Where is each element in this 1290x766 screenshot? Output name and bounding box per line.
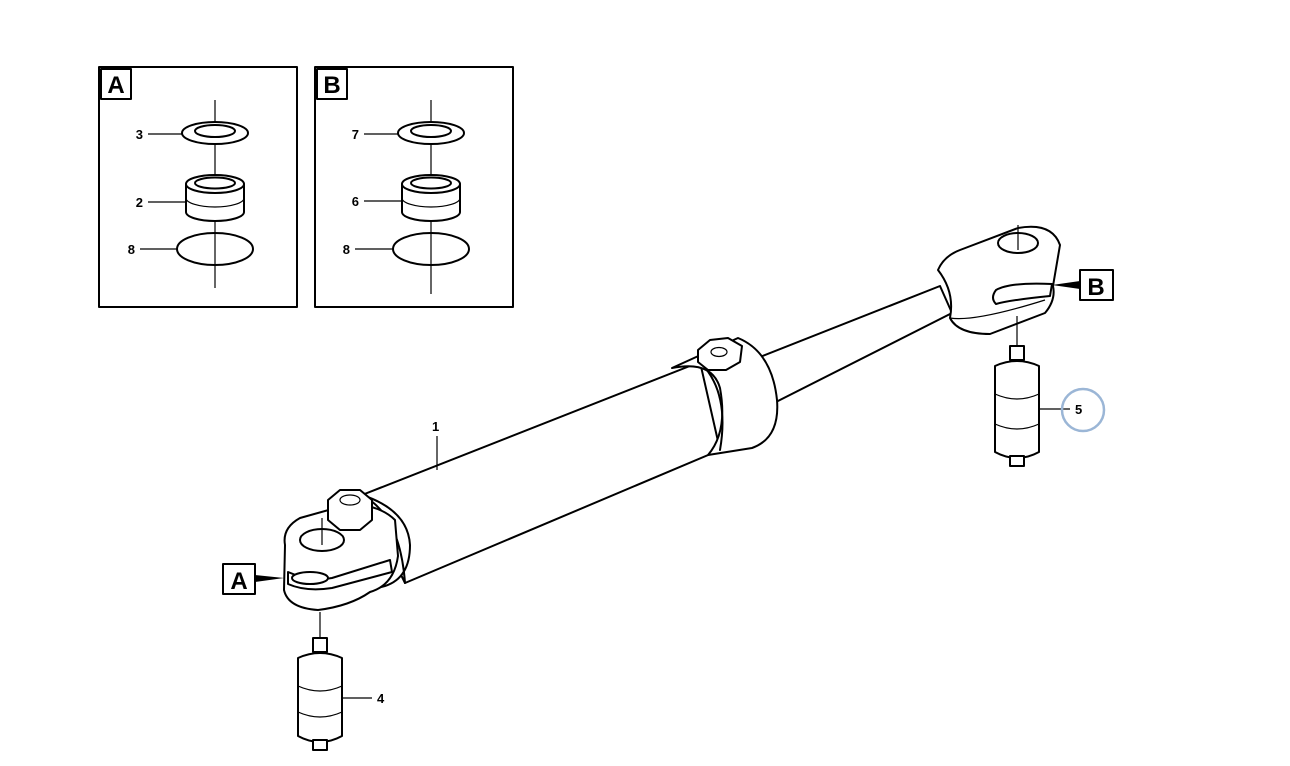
part-number-3: 3: [136, 127, 143, 142]
piston-rod: [759, 285, 953, 405]
callout-5: 5: [1075, 402, 1082, 417]
end-marker-a: A: [222, 563, 284, 595]
highlight-circle: [1060, 387, 1106, 433]
detail-box-a: A 3 2 8: [98, 66, 298, 308]
part-number-2: 2: [136, 195, 143, 210]
part-number-8-a: 8: [128, 242, 135, 257]
washer-part: [181, 121, 249, 145]
part-number-7: 7: [352, 127, 359, 142]
end-label-a: A: [230, 568, 247, 595]
detail-box-b: B 7 6 8: [314, 66, 514, 308]
pin-part-4: [297, 612, 343, 751]
end-marker-b: B: [1052, 269, 1114, 301]
rod-end-eye: [937, 225, 1061, 335]
part-number-6: 6: [352, 194, 359, 209]
detail-box-a-label: A: [107, 72, 124, 99]
detail-box-b-label: B: [323, 72, 340, 99]
bearing-part: [401, 174, 461, 222]
end-label-b: B: [1087, 274, 1104, 301]
callout-4: 4: [377, 691, 385, 706]
cylinder-barrel: [361, 337, 779, 591]
washer-part: [397, 121, 465, 145]
rear-end-eye: [283, 489, 399, 611]
part-number-8-b: 8: [343, 242, 350, 257]
pin-part-5: [994, 316, 1040, 467]
callout-1: 1: [432, 419, 439, 434]
bearing-part: [185, 174, 245, 222]
